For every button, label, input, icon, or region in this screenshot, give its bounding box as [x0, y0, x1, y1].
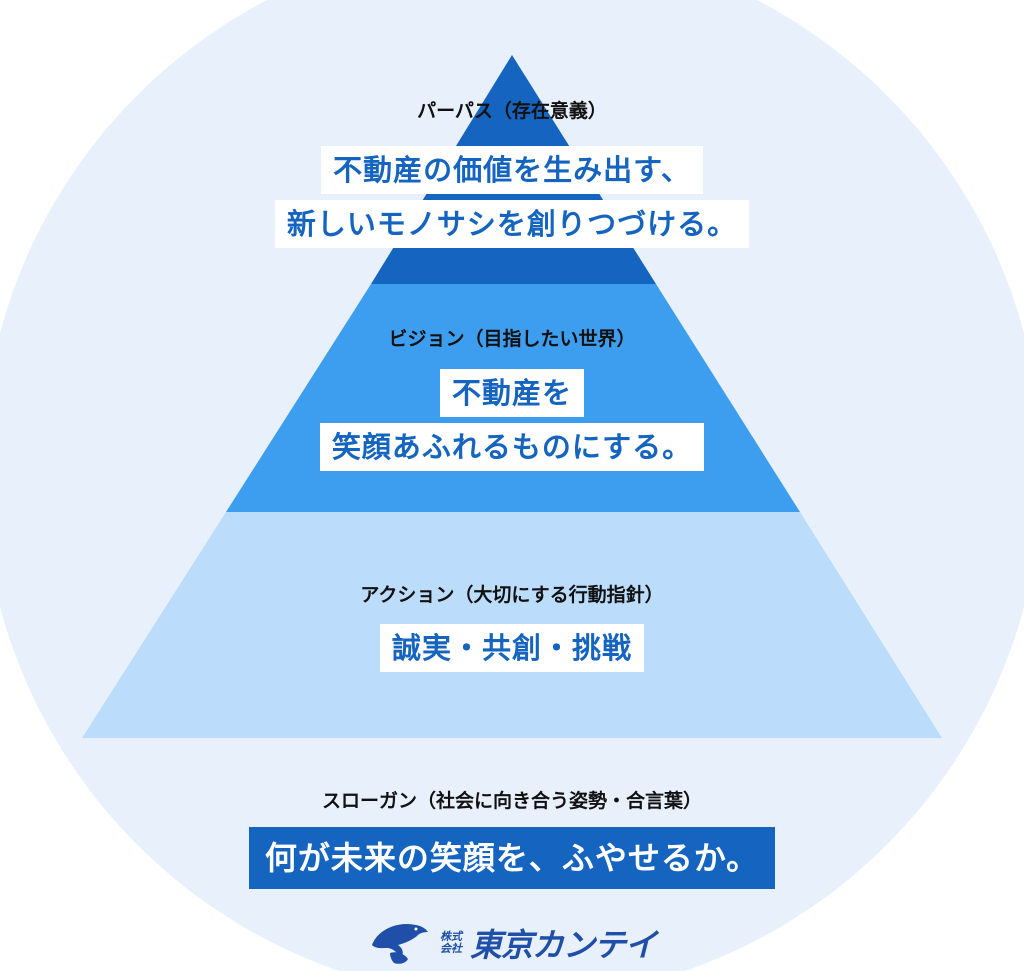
- slogan-text: 何が未来の笑顔を、ふやせるか。: [248, 827, 776, 889]
- logo-kaisha-top: 株式: [439, 930, 462, 943]
- vision-line2: 笑顔あふれるものにする。: [319, 423, 705, 471]
- logo-kaisha-bottom: 会社: [439, 942, 462, 955]
- purpose-line2-row: 新しいモノサシを創りつづける。: [0, 200, 1024, 248]
- purpose-line2: 新しいモノサシを創りつづける。: [274, 200, 750, 248]
- vision-line2-row: 笑顔あふれるものにする。: [0, 423, 1024, 471]
- action-line1-row: 誠実・共創・挑戦: [0, 624, 1024, 672]
- slogan-row: 何が未来の笑顔を、ふやせるか。: [0, 827, 1024, 889]
- purpose-label-text: パーパス（存在意義）: [417, 100, 607, 122]
- action-line1: 誠実・共創・挑戦: [379, 624, 644, 672]
- vision-label-text: ビジョン（目指したい世界）: [388, 328, 636, 350]
- purpose-line1: 不動産の価値を生み出す、: [321, 146, 703, 194]
- logo-kaisha: 株式 会社: [440, 931, 462, 955]
- vision-label: ビジョン（目指したい世界）: [0, 324, 1024, 351]
- dolphin-icon: [368, 915, 432, 971]
- slogan-label: スローガン（社会に向き合う姿勢・合言葉）: [0, 786, 1024, 813]
- slogan-label-text: スローガン（社会に向き合う姿勢・合言葉）: [321, 790, 702, 812]
- purpose-label: パーパス（存在意義）: [0, 96, 1024, 123]
- company-logo: 株式 会社 東京カンテイ: [0, 915, 1024, 971]
- purpose-line1-row: 不動産の価値を生み出す、: [0, 146, 1024, 194]
- logo-company-name: 東京カンテイ: [469, 926, 657, 964]
- vision-line1-row: 不動産を: [0, 369, 1024, 417]
- action-label-text: アクション（大切にする行動指針）: [360, 584, 664, 606]
- vision-line1: 不動産を: [439, 369, 584, 417]
- action-label: アクション（大切にする行動指針）: [0, 580, 1024, 607]
